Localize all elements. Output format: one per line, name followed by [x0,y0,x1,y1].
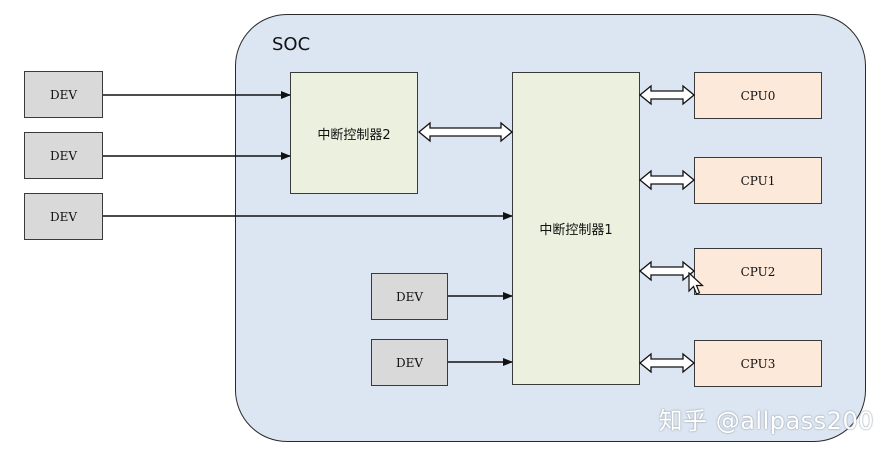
bidir-arrow-controller2-controller1 [417,121,514,143]
interrupt-controller-1: 中断控制器1 [512,72,640,385]
mouse-cursor-icon [688,272,705,295]
cpu-box-0: CPU0 [694,72,822,119]
bidir-arrow-controller1-cpu2 [638,260,696,282]
bidir-arrow-controller1-cpu3 [638,352,696,374]
dev-box-external-3: DEV [24,193,103,240]
soc-label: SOC [272,34,311,55]
dev-box-internal-1: DEV [371,273,448,320]
cpu-box-3: CPU3 [694,340,822,387]
bidir-arrow-controller1-cpu1 [638,169,696,191]
cpu-box-1: CPU1 [694,157,822,204]
watermark-text: 知乎 @allpass200 [658,407,874,435]
bidir-arrow-controller1-cpu0 [638,84,696,106]
dev-box-external-1: DEV [24,71,103,118]
cpu-box-2: CPU2 [694,248,822,295]
dev-box-external-2: DEV [24,132,103,179]
dev-box-internal-2: DEV [371,339,448,386]
interrupt-controller-2: 中断控制器2 [290,72,418,194]
